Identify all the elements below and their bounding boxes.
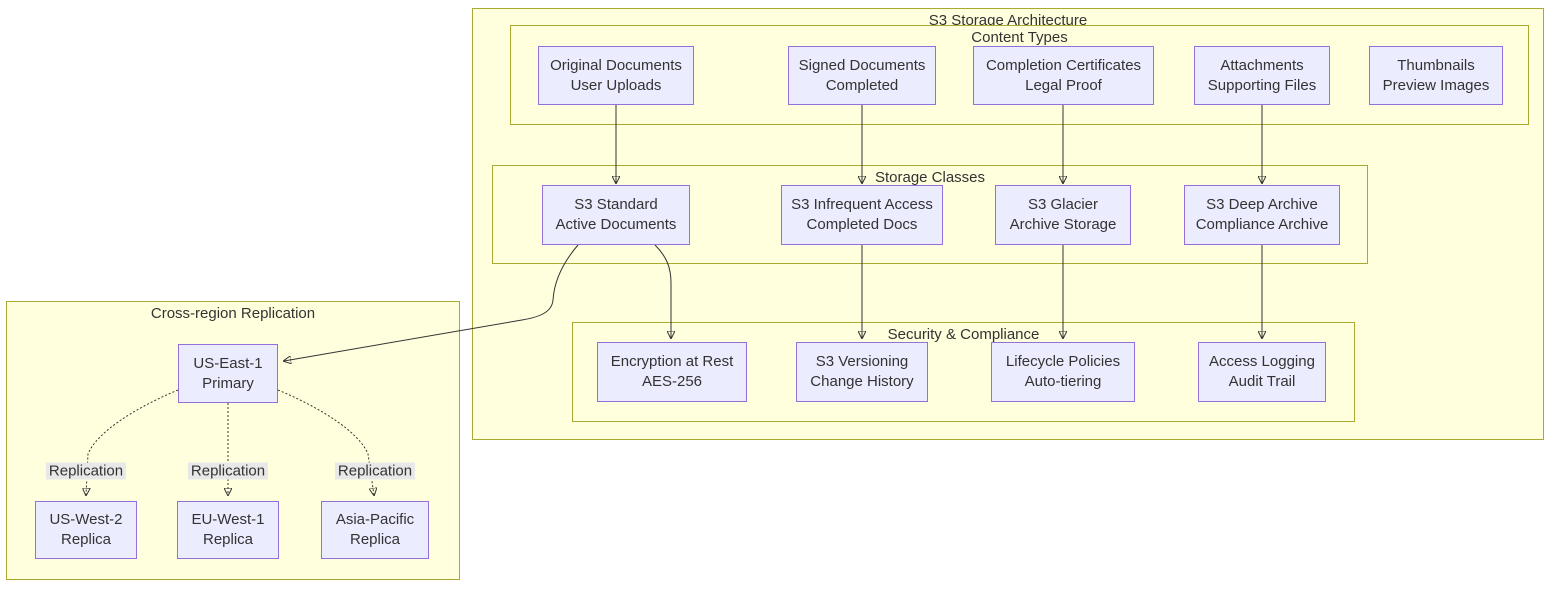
- node-completion-certificates-line1: Completion Certificates: [985, 56, 1142, 74]
- node-access-logging: Access Logging Audit Trail: [1198, 342, 1326, 402]
- node-lifecycle-policies: Lifecycle Policies Auto-tiering: [991, 342, 1135, 402]
- node-completion-certificates-line2: Legal Proof: [1025, 76, 1102, 94]
- edge-us-east-to-asia-pacific-replication: [277, 389, 374, 495]
- node-s3-versioning-line2: Change History: [810, 373, 914, 390]
- cluster-security-compliance-title: Security & Compliance: [887, 326, 1040, 343]
- node-signed-documents: Signed Documents Completed: [788, 46, 936, 105]
- node-s3-glacier-line1: S3 Glacier: [1027, 196, 1099, 213]
- edge-label-replication-2: Replication: [187, 462, 269, 480]
- node-original-documents: Original Documents User Uploads: [538, 46, 694, 105]
- node-asia-pacific-line2: Replica: [349, 531, 401, 548]
- node-access-logging-line1: Access Logging: [1209, 353, 1315, 370]
- node-s3-infrequent-access: S3 Infrequent Access Completed Docs: [781, 185, 943, 245]
- node-access-logging-line2: Audit Trail: [1228, 373, 1296, 390]
- node-us-east-1-line2: Primary: [202, 374, 254, 392]
- node-s3-infrequent-access-line1: S3 Infrequent Access: [791, 196, 933, 213]
- node-us-east-1: US-East-1 Primary: [178, 344, 278, 403]
- node-attachments: Attachments Supporting Files: [1194, 46, 1330, 105]
- cluster-s3-storage-architecture-title: S3 Storage Architecture: [928, 12, 1088, 29]
- node-thumbnails-line2: Preview Images: [1382, 76, 1490, 94]
- node-encryption-at-rest-line1: Encryption at Rest: [610, 353, 734, 370]
- cluster-cross-region-replication-title: Cross-region Replication: [150, 305, 316, 322]
- node-us-west-2: US-West-2 Replica: [35, 501, 137, 559]
- node-s3-glacier-line2: Archive Storage: [1009, 216, 1117, 233]
- node-s3-standard-line1: S3 Standard: [574, 196, 658, 213]
- cluster-storage-classes-title: Storage Classes: [874, 169, 986, 186]
- node-us-east-1-line1: US-East-1: [193, 354, 263, 372]
- node-eu-west-1: EU-West-1 Replica: [177, 501, 279, 559]
- node-attachments-line2: Supporting Files: [1207, 76, 1317, 94]
- node-encryption-at-rest-line2: AES-256: [641, 373, 703, 390]
- edge-label-replication-3: Replication: [334, 462, 416, 480]
- edge-label-replication-1: Replication: [45, 462, 127, 480]
- node-s3-deep-archive-line1: S3 Deep Archive: [1206, 196, 1318, 213]
- node-eu-west-1-line2: Replica: [202, 531, 254, 548]
- node-us-west-2-line2: Replica: [60, 531, 112, 548]
- edge-s3-standard-to-encryption: [654, 244, 671, 338]
- node-s3-versioning: S3 Versioning Change History: [796, 342, 928, 402]
- node-signed-documents-line1: Signed Documents: [798, 56, 926, 74]
- edge-s3-standard-to-us-east-1: [284, 244, 579, 361]
- edge-us-east-to-us-west-replication: [86, 389, 179, 495]
- node-s3-standard: S3 Standard Active Documents: [542, 185, 690, 245]
- node-thumbnails: Thumbnails Preview Images: [1369, 46, 1503, 105]
- node-eu-west-1-line1: EU-West-1: [191, 511, 265, 528]
- node-s3-deep-archive: S3 Deep Archive Compliance Archive: [1184, 185, 1340, 245]
- node-original-documents-line2: User Uploads: [570, 76, 662, 94]
- node-thumbnails-line1: Thumbnails: [1397, 56, 1475, 74]
- node-original-documents-line1: Original Documents: [550, 56, 682, 74]
- node-asia-pacific: Asia-Pacific Replica: [321, 501, 429, 559]
- node-encryption-at-rest: Encryption at Rest AES-256: [597, 342, 747, 402]
- node-signed-documents-line2: Completed: [825, 76, 899, 94]
- node-completion-certificates: Completion Certificates Legal Proof: [973, 46, 1154, 105]
- cluster-content-types-title: Content Types: [971, 29, 1068, 46]
- node-attachments-line1: Attachments: [1220, 56, 1304, 74]
- node-lifecycle-policies-line2: Auto-tiering: [1024, 373, 1102, 390]
- node-us-west-2-line1: US-West-2: [49, 511, 123, 528]
- node-lifecycle-policies-line1: Lifecycle Policies: [1005, 353, 1121, 370]
- node-s3-glacier: S3 Glacier Archive Storage: [995, 185, 1131, 245]
- node-s3-infrequent-access-line2: Completed Docs: [806, 216, 918, 233]
- node-s3-deep-archive-line2: Compliance Archive: [1195, 216, 1329, 233]
- node-asia-pacific-line1: Asia-Pacific: [335, 511, 415, 528]
- node-s3-versioning-line1: S3 Versioning: [815, 353, 909, 370]
- node-s3-standard-line2: Active Documents: [555, 216, 677, 233]
